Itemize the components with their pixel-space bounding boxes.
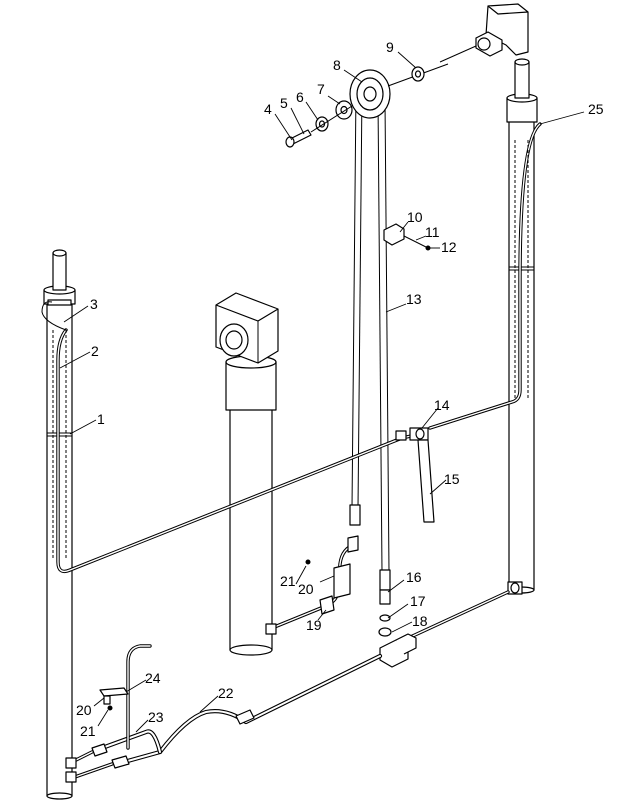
- callout-20-center: 20: [298, 581, 314, 597]
- callout-6: 6: [296, 89, 304, 105]
- hydraulic-lines: [41, 122, 542, 783]
- callout-18: 18: [412, 613, 428, 629]
- callout-17: 17: [410, 593, 426, 609]
- callout-21-center: 21: [280, 573, 296, 589]
- callout-13: 13: [406, 291, 422, 307]
- top-mounting-bracket: [439, 3, 529, 63]
- hidden-lines: [52, 140, 529, 560]
- callout-22: 22: [218, 685, 234, 701]
- callout-10: 10: [407, 209, 423, 225]
- callout-7: 7: [317, 81, 325, 97]
- callout-8: 8: [333, 57, 341, 73]
- callout-21-left: 21: [80, 723, 96, 739]
- callout-9: 9: [386, 39, 394, 55]
- callout-1: 1: [97, 411, 105, 427]
- callout-24: 24: [145, 670, 161, 686]
- callout-15: 15: [444, 471, 460, 487]
- callout-25: 25: [588, 101, 604, 117]
- leader-lines: [59, 51, 585, 733]
- callout-12: 12: [441, 239, 457, 255]
- callouts: 1 2 3 4 5 6 7 8 9 10 11 12 13 14 15 16 1…: [76, 39, 604, 739]
- callout-23: 23: [148, 709, 164, 725]
- center-free-lift-cylinder: [215, 292, 279, 656]
- callout-11: 11: [425, 224, 440, 240]
- callout-2: 2: [91, 343, 99, 359]
- callout-5: 5: [280, 95, 288, 111]
- chain-sheave-assembly: [285, 63, 449, 591]
- callout-4: 4: [264, 101, 272, 117]
- callout-14: 14: [434, 397, 450, 413]
- callout-20-left: 20: [76, 702, 92, 718]
- callout-19: 19: [306, 617, 322, 633]
- callout-3: 3: [90, 296, 98, 312]
- callout-16: 16: [406, 569, 422, 585]
